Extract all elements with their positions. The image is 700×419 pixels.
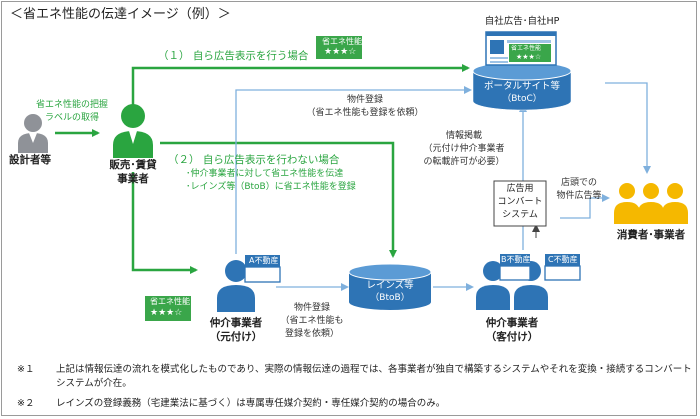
website-badge-stars: ★★★☆	[516, 53, 542, 61]
agent-motozuke-icon	[217, 260, 255, 312]
consumer-label: 消費者･事業者	[616, 229, 686, 241]
note-1-text-2: システムが介在。	[56, 378, 132, 389]
company-signs	[244, 254, 581, 283]
page-title: ＜省エネ性能の伝達イメージ（例）＞	[10, 7, 231, 22]
register-top-text-2: （省エネ性能も登録を依頼）	[306, 108, 424, 118]
register-top-text-1: 物件登録	[346, 95, 384, 105]
register-bottom-text-3: 登録を依頼）	[284, 329, 340, 339]
grasp-text-2: ラベルの取得	[44, 113, 100, 123]
info-text-1: 情報掲載	[445, 131, 483, 141]
seller-label-1: 販売･賃貸	[109, 159, 157, 171]
grasp-text-1: 省エネ性能の把握	[35, 100, 109, 110]
converter-text-2: コンバート	[497, 197, 543, 207]
agent-kyakuzuke-label-1: 仲介事業者	[485, 317, 539, 329]
route2-label: （２） 自ら広告表示を行わない場合	[168, 154, 340, 166]
arrow-route1	[131, 64, 470, 105]
reins-text-1: レインズ等	[366, 280, 414, 291]
note-2-text-1: レインズの登録義務（宅建業法に基づく）は専属専任媒介契約・専任媒介契約の場合のみ…	[56, 398, 446, 409]
arrow-seller-to-agent	[131, 172, 198, 274]
designer-icon	[18, 114, 48, 153]
note-1-text-1: 上記は情報伝達の流れを模式化したものであり、実際の情報伝達の過程では、各事業者が…	[56, 364, 692, 375]
website-mockup	[485, 31, 557, 66]
label-badge-route1-stars: ★★★☆	[324, 47, 357, 57]
label-badge-agent	[145, 296, 191, 321]
portal-cylinder	[472, 61, 572, 111]
arrow-route2	[160, 141, 397, 258]
company-c-label: C不動産	[548, 255, 578, 264]
store-text-2: 物件広告等	[556, 191, 602, 201]
company-b-label: B不動産	[501, 255, 531, 264]
reins-text-2: （BtoB）	[370, 293, 410, 303]
portal-text-2: （BtoC）	[502, 94, 542, 104]
agent-motozuke-label-1: 仲介事業者	[209, 317, 263, 329]
consumer-icon	[614, 183, 688, 224]
seller-label-2: 事業者	[117, 173, 149, 185]
info-text-2: （元付け仲介事業者	[423, 144, 505, 154]
info-text-3: の転載許可が必要）	[423, 157, 505, 167]
converter-text-1: 広告用	[506, 184, 534, 194]
seller-icon	[113, 104, 153, 158]
designer-label: 設計者等	[9, 154, 51, 166]
portal-text-1: ポータルサイト等	[483, 81, 561, 92]
website-title: 自社広告･自社HP	[484, 16, 560, 27]
store-text-1: 店頭での	[560, 178, 598, 188]
label-badge-route1	[316, 36, 362, 59]
label-badge-route1-title: 省エネ性能	[322, 37, 362, 46]
route1-label: （１） 自ら広告表示を行う場合	[158, 50, 309, 62]
converter-text-3: システム	[502, 210, 538, 220]
arrow-portal-to-consumer	[605, 82, 651, 174]
arrow-agent-to-portal	[235, 86, 472, 254]
green-flow-arrows	[55, 64, 470, 274]
label-badge-agent-title: 省エネ性能	[150, 297, 190, 306]
note-1-mark: ※１	[17, 364, 35, 375]
company-a-label: A不動産	[249, 256, 279, 265]
arrow-store-to-consumer	[560, 194, 610, 219]
note-2-mark: ※２	[17, 398, 35, 409]
register-bottom-text-1: 物件登録	[293, 303, 331, 313]
website-badge-title: 省エネ性能	[511, 45, 542, 52]
reins-cylinder	[348, 263, 432, 310]
route2-sub-2: ･レインズ等（BtoB）に省エネ性能を登録	[186, 182, 356, 192]
converter-box	[493, 180, 547, 227]
agent-kyakuzuke-label-2: （客付け）	[485, 331, 539, 343]
label-badge-agent-stars: ★★★☆	[150, 308, 183, 318]
agent-motozuke-label-2: （元付け）	[209, 331, 263, 343]
route2-sub-1: ･仲介事業者に対して省エネ性能を伝達	[186, 169, 344, 179]
register-bottom-text-2: （省エネ性能も	[280, 316, 344, 326]
